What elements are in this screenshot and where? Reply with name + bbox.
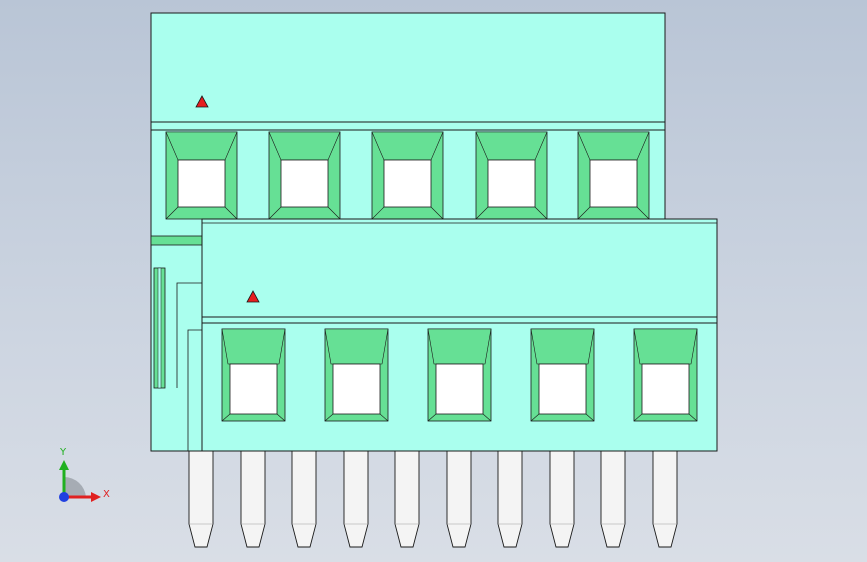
orientation-triad[interactable]: Y X: [59, 447, 110, 502]
front-cavity: [633, 328, 698, 422]
rear-polarity-marker-icon: [195, 95, 209, 108]
connector-pin: [240, 450, 266, 548]
connector-pin: [343, 450, 369, 548]
front-connector-block[interactable]: [201, 218, 718, 452]
rear-cavity: [577, 131, 650, 220]
connector-pin: [291, 450, 317, 548]
rear-cavity: [165, 131, 238, 220]
connector-pin: [188, 450, 214, 548]
rear-cavity-row: [165, 131, 650, 220]
connector-pin: [600, 450, 626, 548]
rear-cavity: [268, 131, 341, 220]
front-cavity-row: [221, 328, 698, 422]
connector-pin: [549, 450, 575, 548]
connector-pin: [394, 450, 420, 548]
rear-side-rail: [150, 235, 204, 246]
front-cavity: [221, 328, 286, 422]
front-cavity: [324, 328, 389, 422]
triad-y-label: Y: [59, 447, 67, 458]
triad-z-axis-icon: [59, 492, 69, 502]
front-polarity-marker-icon: [246, 290, 260, 303]
front-cavity: [427, 328, 492, 422]
connector-pin: [497, 450, 523, 548]
rear-cavity: [475, 131, 548, 220]
triad-arc-icon: [64, 476, 86, 497]
connector-pin: [652, 450, 678, 548]
pin-row: [188, 450, 678, 548]
triad-x-label: X: [103, 489, 110, 500]
front-cavity: [530, 328, 595, 422]
rear-cavity: [371, 131, 444, 220]
connector-pin: [446, 450, 472, 548]
